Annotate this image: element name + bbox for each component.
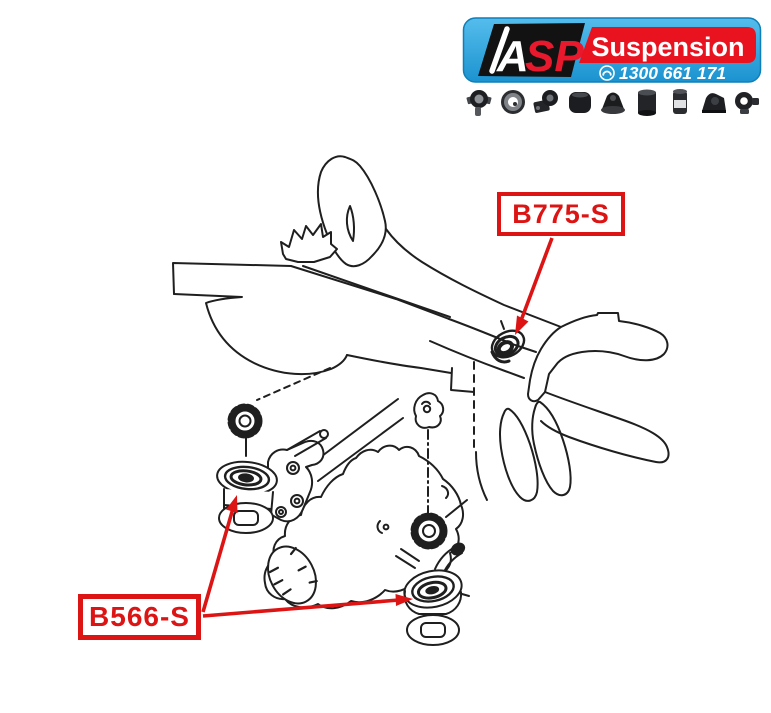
bushing-with-ears-icon xyxy=(466,89,492,116)
arrow-b566-lower xyxy=(202,598,400,618)
gear-washer-center xyxy=(410,512,448,550)
eared-bushing-icon xyxy=(735,91,759,114)
phone-number: 1300 661 171 xyxy=(619,63,726,83)
bushing-b775-drawing xyxy=(490,320,526,364)
phone-icon xyxy=(599,65,615,81)
arrowhead-b566-upper-icon xyxy=(226,495,238,513)
arrowhead-b775-icon xyxy=(515,315,529,335)
arrow-b775 xyxy=(517,237,554,327)
differential-snout xyxy=(267,545,318,605)
brand-logo: A SP Suspension 1300 661 171 xyxy=(462,17,762,83)
brand-banner: A SP Suspension 1300 661 171 xyxy=(461,15,763,85)
engine-mount-icon xyxy=(701,92,726,113)
tapered-mount-icon xyxy=(601,92,625,114)
product-thumbnails xyxy=(464,84,762,120)
barrel-bushing-icon xyxy=(568,91,591,113)
part-label-b775s: B775-S xyxy=(497,192,625,236)
brand-wordmark-white: A xyxy=(496,32,529,81)
brand-word: Suspension xyxy=(591,32,744,62)
bracket-bushing-icon xyxy=(533,89,558,113)
part-label-b566s: B566-S xyxy=(78,594,201,640)
banner-red-ribbon xyxy=(579,27,756,63)
gear-washer-left xyxy=(227,403,263,439)
arrow-b566-upper xyxy=(201,504,236,613)
washer-center xyxy=(406,614,460,646)
arrowhead-b566-lower-icon xyxy=(395,594,413,606)
subframe-drawing xyxy=(172,155,670,502)
brand-wordmark-red: SP xyxy=(525,32,584,81)
annotations xyxy=(201,237,554,618)
cylinder-bushing-icon xyxy=(637,89,656,116)
ring-bushing-icon xyxy=(500,89,525,114)
logo-slash xyxy=(489,26,510,74)
sleeve-bushing-icon xyxy=(673,88,687,114)
bushing-left-drawing xyxy=(216,367,331,534)
